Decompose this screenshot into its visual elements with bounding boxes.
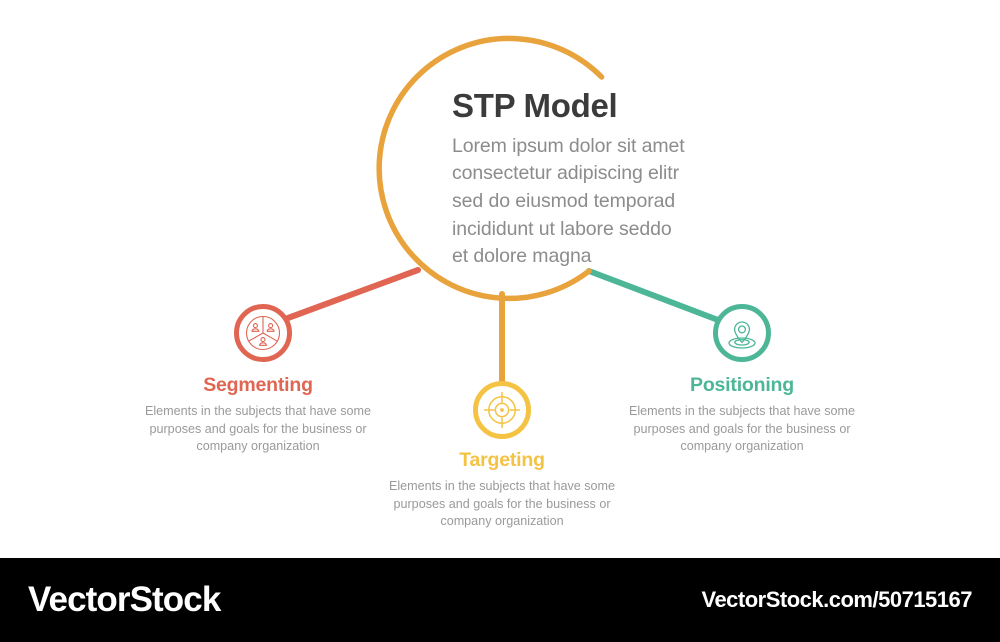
targeting-text-block: Targeting Elements in the subjects that … [373,449,631,530]
segmenting-circle [234,304,292,362]
segmenting-description: Elements in the subjects that have some … [144,404,372,453]
page-title: STP Model [452,87,618,124]
positioning-description: Elements in the subjects that have some … [628,404,856,453]
targeting-circle [473,381,531,439]
positioning-node[interactable] [713,304,771,362]
map-pin-location-icon [728,321,756,349]
crosshair-target-icon [483,391,521,429]
vectorstock-url: VectorStock.com/50715167 [701,587,972,612]
positioning-title: Positioning [690,374,794,396]
targeting-description: Elements in the subjects that have some … [388,479,616,528]
center-text-block: STP Model Lorem ipsum dolor sit amet con… [452,88,712,271]
positioning-connector [586,268,721,323]
segmenting-connector [285,267,421,321]
segmentation-pie-people-icon [245,315,281,351]
segmenting-text-block: Segmenting Elements in the subjects that… [129,374,387,455]
segmenting-title: Segmenting [203,374,313,396]
targeting-node[interactable] [473,381,531,439]
segmenting-node[interactable] [234,304,292,362]
main-circle-arc [376,35,605,302]
watermark-bar: VectorStock VectorStock.com/50715167 [0,558,1000,642]
targeting-title: Targeting [459,449,545,471]
vectorstock-logo: VectorStock [28,580,221,619]
positioning-text-block: Positioning Elements in the subjects tha… [613,374,871,455]
positioning-circle [713,304,771,362]
center-description: Lorem ipsum dolor sit amet consectetur a… [452,134,685,268]
